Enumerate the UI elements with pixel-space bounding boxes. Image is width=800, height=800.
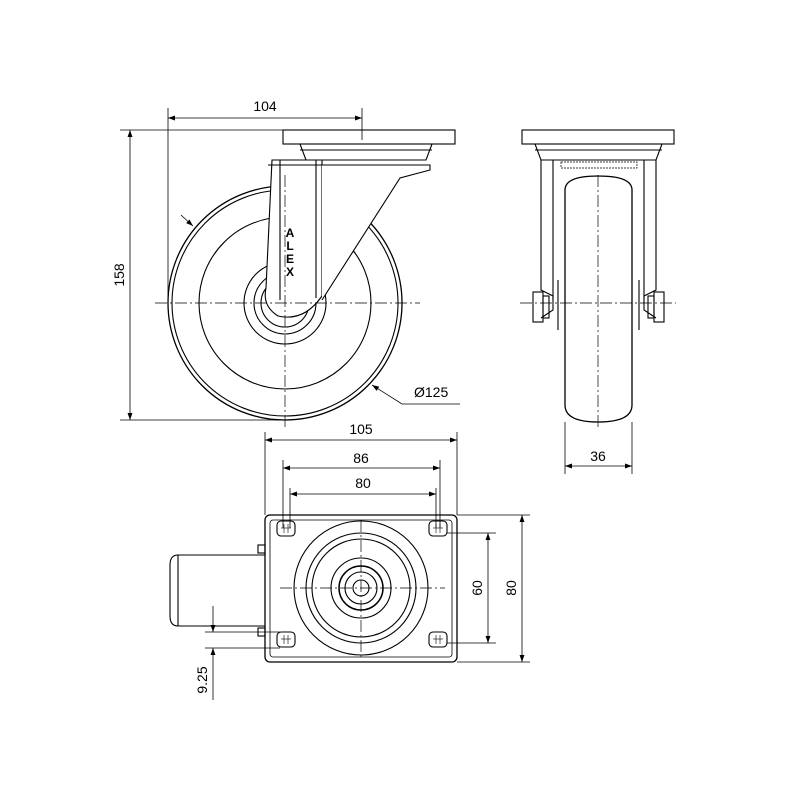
- top-dimensions: [205, 432, 530, 700]
- top-mount-plate: [264, 514, 458, 663]
- brand-text: A L E X: [286, 226, 295, 279]
- dim-front-wheel-width: 36: [590, 448, 606, 464]
- side-dimensions: [120, 108, 460, 421]
- front-view: [520, 129, 676, 428]
- brand-letter-2: L: [286, 239, 293, 253]
- dim-hole-spacing-vertical: 60: [469, 580, 485, 596]
- side-swivel-ring: [299, 143, 433, 161]
- top-view: [169, 514, 458, 663]
- front-dimensions: [564, 422, 633, 474]
- dim-top-overall: 105: [349, 421, 373, 437]
- side-view: [155, 129, 456, 428]
- side-fork: [264, 159, 431, 318]
- dim-side-height: 158: [111, 263, 127, 287]
- brand-letter-1: A: [286, 226, 295, 240]
- brand-letter-4: X: [286, 265, 294, 279]
- dim-side-width: 104: [253, 98, 277, 114]
- dim-offset: 9.25: [194, 666, 210, 693]
- front-wheel: [564, 175, 633, 423]
- front-top-plate: [521, 129, 675, 145]
- dim-top-outer-holes: 86: [353, 450, 369, 466]
- dim-plate-height: 80: [503, 580, 519, 596]
- brand-letter-3: E: [286, 252, 294, 266]
- side-top-plate: [282, 129, 456, 145]
- dim-top-inner-holes: 80: [355, 475, 371, 491]
- front-swivel-ring: [534, 143, 663, 161]
- mounting-slots: [276, 520, 448, 648]
- top-fork-stub: [169, 554, 265, 627]
- dim-wheel-diameter: Ø125: [414, 384, 448, 400]
